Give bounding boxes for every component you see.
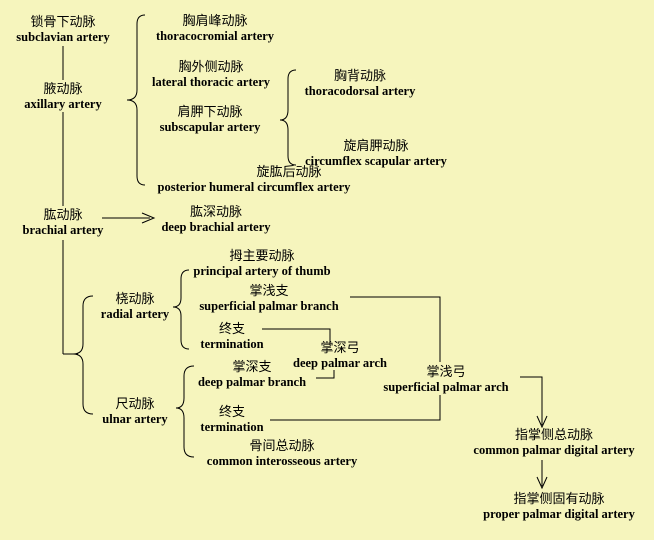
- deep-brachial-cn-label: 肱深动脉: [189, 205, 242, 220]
- brace-subscapular-branches: [279, 69, 297, 166]
- node-deep-brachial-artery: 肱深动脉 deep brachial artery: [152, 205, 280, 235]
- node-ulnar-artery: 尺动脉 ulnar artery: [92, 397, 178, 427]
- deep-palmar-arch-en-label: deep palmar arch: [293, 356, 387, 370]
- circumflex-scapular-cn-label: 旋肩胛动脉: [343, 139, 409, 154]
- node-principal-artery-of-thumb: 拇主要动脉 principal artery of thumb: [182, 249, 342, 279]
- ulnar-cn-label: 尺动脉: [115, 397, 155, 412]
- radial-termination-cn-label: 终支: [218, 322, 245, 337]
- ulnar-termination-cn-label: 终支: [218, 405, 245, 420]
- node-radial-termination: 终支 termination: [190, 322, 274, 352]
- node-common-interosseous-artery: 骨间总动脉 common interosseous artery: [194, 439, 370, 469]
- superficial-palmar-branch-cn-label: 掌浅支: [249, 284, 289, 299]
- superficial-palmar-arch-en-label: superficial palmar arch: [383, 380, 509, 394]
- node-thoracoacromial-artery: 胸肩峰动脉 thoracocromial artery: [145, 14, 285, 44]
- deep-palmar-branch-en-label: deep palmar branch: [197, 375, 307, 389]
- subscapular-cn-label: 肩胛下动脉: [177, 105, 243, 120]
- node-superficial-palmar-branch: 掌浅支 superficial palmar branch: [186, 284, 352, 314]
- node-subclavian-artery: 锁骨下动脉 subclavian artery: [10, 15, 116, 45]
- node-radial-artery: 桡动脉 radial artery: [92, 292, 178, 322]
- deep-brachial-en-label: deep brachial artery: [161, 220, 271, 234]
- brace-radial-branches: [172, 269, 190, 350]
- proper-palmar-digital-cn-label: 指掌侧固有动脉: [513, 492, 605, 507]
- common-interosseous-en-label: common interosseous artery: [206, 454, 358, 468]
- connector-arch-common-digital: [520, 376, 543, 425]
- common-palmar-digital-cn-label: 指掌侧总动脉: [514, 428, 593, 443]
- thoracodorsal-en-label: thoracodorsal artery: [304, 84, 416, 98]
- principal-thumb-cn-label: 拇主要动脉: [229, 249, 295, 264]
- brace-ulnar-branches: [175, 365, 195, 458]
- node-lateral-thoracic-artery: 胸外侧动脉 lateral thoracic artery: [142, 60, 280, 90]
- subscapular-en-label: subscapular artery: [159, 120, 261, 134]
- node-superficial-palmar-arch: 掌浅弓 superficial palmar arch: [372, 365, 520, 395]
- radial-en-label: radial artery: [100, 307, 170, 321]
- node-deep-palmar-arch: 掌深弓 deep palmar arch: [284, 341, 396, 371]
- connector-deep-branch-deep-arch: [316, 370, 335, 379]
- node-proper-palmar-digital-artery: 指掌侧固有动脉 proper palmar digital artery: [468, 492, 650, 522]
- arrowhead-common-digital: [536, 415, 548, 429]
- common-interosseous-cn-label: 骨间总动脉: [249, 439, 315, 454]
- proper-palmar-digital-en-label: proper palmar digital artery: [483, 507, 635, 521]
- node-circumflex-scapular-artery: 旋肩胛动脉 circumflex scapular artery: [294, 139, 458, 169]
- subclavian-en-label: subclavian artery: [16, 30, 110, 44]
- posterior-humeral-cn-label: 旋肱后动脉: [256, 165, 322, 180]
- brachial-cn-label: 肱动脉: [43, 208, 83, 223]
- node-thoracodorsal-artery: 胸背动脉 thoracodorsal artery: [296, 69, 424, 99]
- brace-forearm-branches: [72, 295, 94, 415]
- principal-thumb-en-label: principal artery of thumb: [193, 264, 331, 278]
- superficial-palmar-arch-cn-label: 掌浅弓: [426, 365, 466, 380]
- lateral-thoracic-en-label: lateral thoracic artery: [152, 75, 270, 89]
- lateral-thoracic-cn-label: 胸外侧动脉: [178, 60, 244, 75]
- radial-cn-label: 桡动脉: [115, 292, 155, 307]
- node-brachial-artery: 肱动脉 brachial artery: [10, 208, 116, 238]
- connector-ulnar-termination-arch: [270, 395, 441, 421]
- thoracodorsal-cn-label: 胸背动脉: [333, 69, 386, 84]
- connector-superficial-branch-arch: [350, 296, 441, 362]
- subclavian-cn-label: 锁骨下动脉: [30, 15, 96, 30]
- brace-axillary-branches: [126, 14, 146, 186]
- node-posterior-humeral-circumflex-artery: 旋肱后动脉 posterior humeral circumflex arter…: [140, 165, 368, 195]
- arrowhead-deep-brachial: [141, 212, 156, 224]
- axillary-cn-label: 腋动脉: [43, 82, 83, 97]
- arrowhead-proper-digital: [536, 476, 548, 490]
- thoracoacromial-en-label: thoracocromial artery: [155, 29, 275, 43]
- radial-termination-en-label: termination: [200, 337, 264, 351]
- node-deep-palmar-branch: 掌深支 deep palmar branch: [188, 360, 316, 390]
- circumflex-scapular-en-label: circumflex scapular artery: [305, 154, 447, 168]
- node-common-palmar-digital-artery: 指掌侧总动脉 common palmar digital artery: [458, 428, 650, 458]
- node-axillary-artery: 腋动脉 axillary artery: [10, 82, 116, 112]
- deep-palmar-branch-cn-label: 掌深支: [232, 360, 272, 375]
- node-subscapular-artery: 肩胛下动脉 subscapular artery: [150, 105, 270, 135]
- node-ulnar-termination: 终支 termination: [190, 405, 274, 435]
- superficial-palmar-branch-en-label: superficial palmar branch: [199, 299, 339, 313]
- ulnar-en-label: ulnar artery: [102, 412, 168, 426]
- brachial-en-label: brachial artery: [22, 223, 104, 237]
- thoracoacromial-cn-label: 胸肩峰动脉: [182, 14, 248, 29]
- ulnar-termination-en-label: termination: [200, 420, 264, 434]
- posterior-humeral-en-label: posterior humeral circumflex artery: [157, 180, 351, 194]
- common-palmar-digital-en-label: common palmar digital artery: [473, 443, 635, 457]
- deep-palmar-arch-cn-label: 掌深弓: [320, 341, 360, 356]
- axillary-en-label: axillary artery: [24, 97, 102, 111]
- connector-radial-termination-deep-arch: [262, 328, 331, 345]
